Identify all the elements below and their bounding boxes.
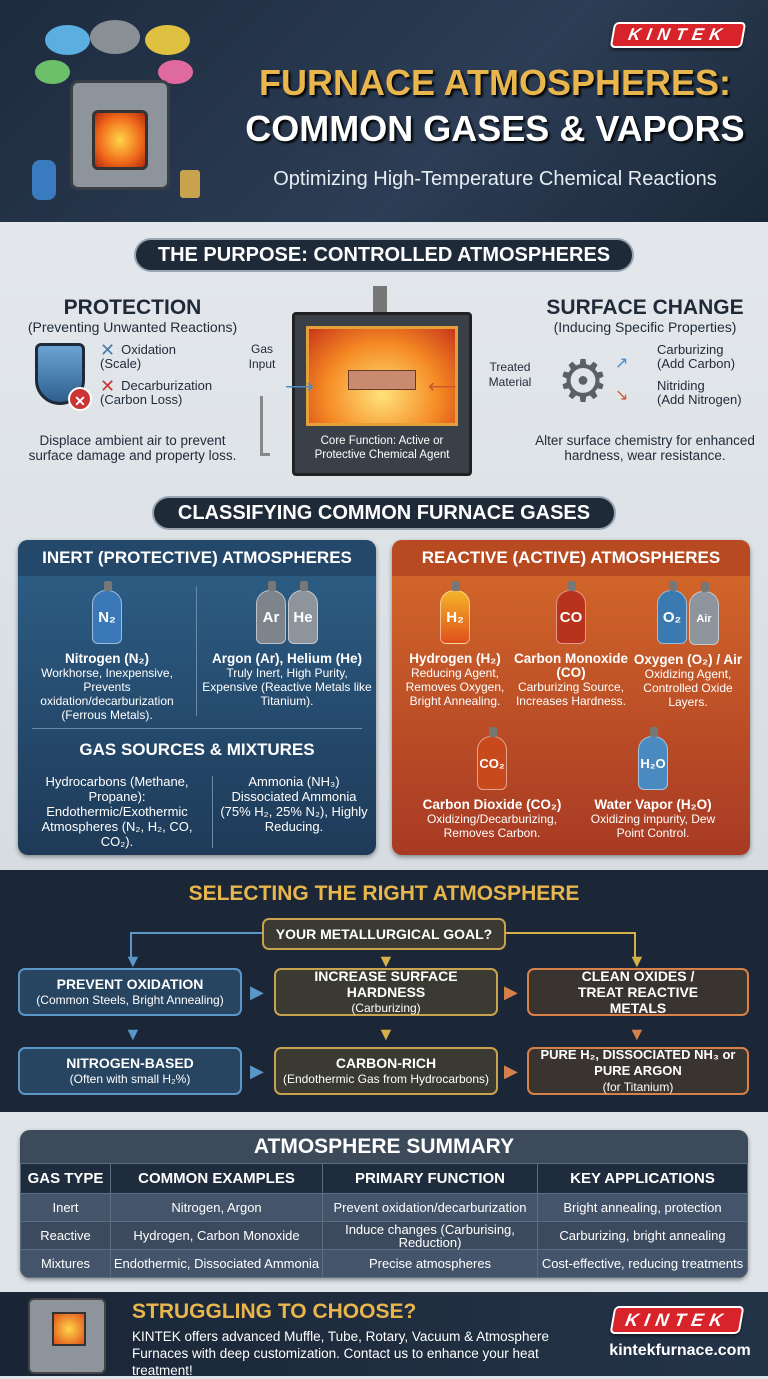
gas-input-label: Gas Input — [248, 342, 276, 371]
inert-panel: INERT (PROTECTIVE) ATMOSPHERES N₂ Nitrog… — [18, 540, 376, 855]
goal-box: YOUR METALLURGICAL GOAL? — [262, 918, 506, 950]
furnace-diagram: ⟶ ⟵ Gas Input Treated Material Core Func… — [240, 286, 531, 476]
goal-clean-oxides: CLEAN OXIDES / TREAT REACTIVE METALS — [527, 968, 749, 1016]
protection-subtitle: (Preventing Unwanted Reactions) — [27, 319, 238, 335]
footer-title: STRUGGLING TO CHOOSE? — [132, 1300, 417, 1323]
protection-description: Displace ambient air to prevent surface … — [28, 433, 237, 463]
arrow-down-icon: ▼ — [377, 1024, 395, 1044]
kintek-logo: KINTEK — [609, 22, 747, 48]
selecting-heading: SELECTING THE RIGHT ATMOSPHERE — [188, 882, 580, 905]
result-nitrogen-based: NITROGEN-BASED(Often with small H₂%) — [18, 1047, 242, 1095]
gas-card-nitrogen: N₂ Nitrogen (N₂) Workhorse, Inexpensive,… — [18, 581, 196, 722]
x-icon: ✕ — [100, 340, 116, 360]
result-carbon-rich: CARBON-RICH(Endothermic Gas from Hydroca… — [274, 1047, 498, 1095]
branch-arrow-icon: ↗ — [615, 355, 629, 372]
title-line-2: COMMON GASES & VAPORS — [245, 108, 745, 149]
surface-change-title: SURFACE CHANGE — [546, 296, 744, 319]
protection-column: PROTECTION (Preventing Unwanted Reaction… — [10, 296, 255, 463]
cylinder-icon: H₂O — [638, 727, 668, 790]
cylinder-icon: N₂ — [92, 581, 122, 644]
gas-card-water-vapor: H₂O Water Vapor (H₂O)Oxidizing impurity,… — [578, 727, 728, 840]
header: KINTEK FURNACE ATMOSPHERES: COMMON GASES… — [0, 0, 768, 222]
cylinder-icon: H₂ — [440, 581, 470, 644]
source-hydrocarbons: Hydrocarbons (Methane, Propane):Endother… — [41, 774, 193, 849]
arrow-right-icon: ▶ — [250, 1061, 264, 1081]
goal-prevent-oxidation: PREVENT OXIDATION(Common Steels, Bright … — [18, 968, 242, 1016]
surface-change-subtitle: (Inducing Specific Properties) — [553, 319, 737, 335]
arrow-right-icon: ▶ — [250, 982, 264, 1002]
arrow-down-icon: ▼ — [628, 951, 646, 971]
purpose-heading: THE PURPOSE: CONTROLLED ATMOSPHERES — [134, 238, 634, 272]
title-line-1: FURNACE ATMOSPHERES: — [258, 62, 731, 103]
arrow-down-icon: ▼ — [377, 951, 395, 971]
reactive-panel: REACTIVE (ACTIVE) ATMOSPHERES H₂ Hydroge… — [392, 540, 750, 855]
x-icon: ✕ — [100, 376, 116, 396]
arrow-down-icon: ▼ — [124, 1024, 142, 1044]
arrow-right-icon: ▶ — [504, 1061, 518, 1081]
surface-item: Carburizing(Add Carbon) — [657, 342, 736, 371]
classifying-heading: CLASSIFYING COMMON FURNACE GASES — [152, 496, 616, 530]
footer: STRUGGLING TO CHOOSE? KINTEK offers adva… — [0, 1292, 768, 1378]
cylinder-icon: CO — [556, 581, 586, 644]
gas-card-carbon-monoxide: CO Carbon Monoxide (CO)Carburizing Sourc… — [512, 581, 630, 708]
source-ammonia: Ammonia (NH₃)Dissociated Ammonia (75% H₂… — [220, 774, 368, 834]
arrow-right-icon: ▶ — [504, 982, 518, 1002]
footer-kintek-logo: KINTEK — [609, 1306, 745, 1334]
goal-increase-hardness: INCREASE SURFACE HARDNESS(Carburizing) — [274, 968, 498, 1016]
furnace-illustration-icon — [30, 20, 200, 210]
cylinder-icon: O₂ — [657, 581, 687, 644]
surface-change-description: Alter surface chemistry for enhanced har… — [535, 433, 755, 463]
protection-title: PROTECTION — [63, 296, 202, 319]
protection-item: ✕ Decarburization(Carbon Loss) — [100, 376, 213, 407]
treated-material-arrow-icon: ⟵ — [428, 376, 457, 398]
furnace-caption: Core Function: Active or Protective Chem… — [314, 435, 450, 461]
gas-sources-title: GAS SOURCES & MIXTURES — [79, 740, 315, 759]
inert-title: INERT (PROTECTIVE) ATMOSPHERES — [18, 540, 376, 576]
gear-icon: ⚙ — [557, 349, 609, 414]
x-circle-icon: ✕ — [68, 387, 92, 411]
website-link[interactable]: kintekfurnace.com — [609, 1342, 751, 1359]
arrow-down-icon: ▼ — [628, 1024, 646, 1044]
footer-text: KINTEK offers advanced Muffle, Tube, Rot… — [132, 1329, 549, 1378]
arrow-down-icon: ▼ — [124, 951, 142, 971]
gas-input-arrow-icon: ⟶ — [285, 376, 314, 398]
subtitle: Optimizing High-Temperature Chemical Rea… — [273, 168, 717, 190]
treated-material-label: Treated Material — [488, 360, 532, 389]
furnace-icon — [28, 1298, 106, 1374]
cylinder-icon: CO₂ — [477, 727, 507, 790]
surface-change-column: SURFACE CHANGE (Inducing Specific Proper… — [525, 296, 765, 463]
surface-item: Nitriding(Add Nitrogen) — [657, 378, 742, 407]
summary-title: ATMOSPHERE SUMMARY — [253, 1135, 515, 1158]
protection-item: ✕ Oxidation(Scale) — [100, 340, 177, 371]
gas-card-hydrogen: H₂ Hydrogen (H₂)Reducing Agent, Removes … — [396, 581, 514, 708]
cylinder-icon: Ar — [256, 581, 286, 644]
branch-arrow-icon: ↘ — [615, 387, 629, 404]
result-pure-h2: PURE H₂, DISSOCIATED NH₃ or PURE ARGON(f… — [527, 1047, 749, 1095]
cylinder-icon: Air — [689, 582, 719, 645]
reactive-title: REACTIVE (ACTIVE) ATMOSPHERES — [392, 540, 750, 576]
cylinder-icon: He — [288, 581, 318, 644]
gas-card-carbon-dioxide: CO₂ Carbon Dioxide (CO₂)Oxidizing/Decarb… — [412, 727, 572, 840]
